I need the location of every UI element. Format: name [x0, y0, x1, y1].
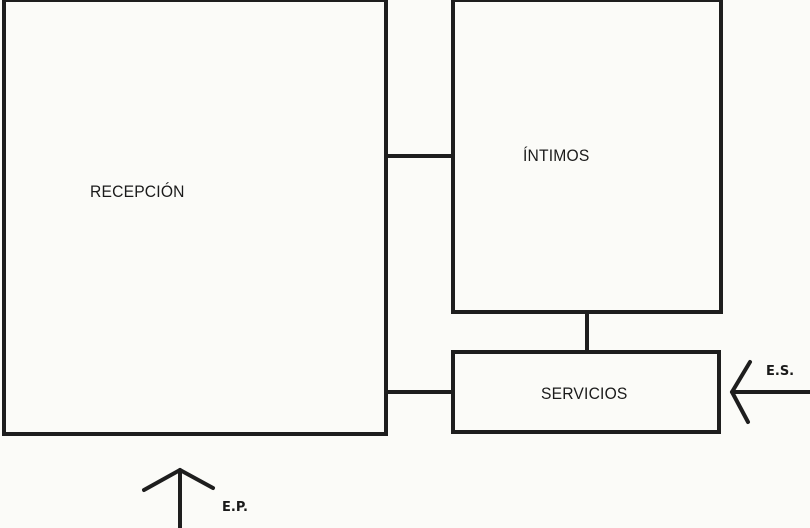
arrow-left-icon: [730, 360, 810, 424]
connector-intimos-servicios: [585, 312, 589, 352]
room-recepcion: [2, 0, 388, 436]
room-servicios: [451, 350, 721, 434]
connector-recepcion-servicios: [386, 390, 453, 394]
room-label-servicios: SERVICIOS: [541, 384, 628, 403]
entry-label-ep: E.P.: [222, 500, 248, 515]
room-label-intimos: ÍNTIMOS: [523, 146, 590, 165]
connector-recepcion-intimos: [386, 154, 453, 158]
entry-label-es: E.S.: [766, 364, 795, 379]
arrow-up-icon: [142, 468, 215, 528]
room-label-recepcion: RECEPCIÓN: [90, 182, 185, 201]
